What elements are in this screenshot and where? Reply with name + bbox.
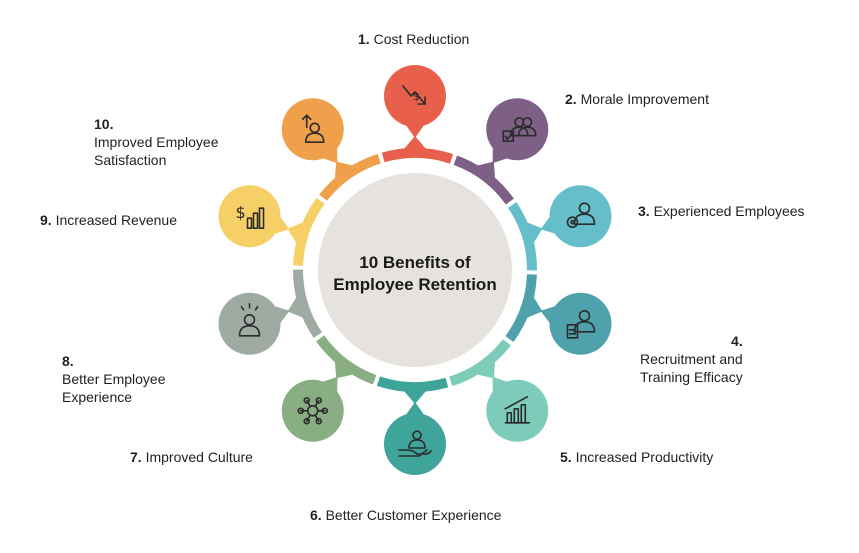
- segment-ring: [287, 136, 543, 404]
- cost-down-icon: $: [402, 85, 426, 105]
- bubble-circle: [384, 65, 446, 127]
- bubble-circle: [486, 98, 549, 161]
- benefit-label-3: 3. Experienced Employees: [638, 202, 805, 220]
- network-icon: [297, 397, 329, 425]
- benefit-text: Increased Productivity: [575, 449, 714, 465]
- ring-segment-9: [293, 197, 325, 266]
- person-gear-icon: [566, 202, 596, 229]
- benefit-bubble-9: $: [218, 185, 290, 248]
- benefit-number: 1.: [358, 31, 370, 47]
- benefit-label-4: 4. Recruitment and Training Efficacy: [640, 314, 743, 386]
- ring-pointer-8: [287, 297, 303, 318]
- bubble-circle: [218, 185, 281, 248]
- ring-segment-2: [453, 155, 514, 205]
- dollar-bars-icon: $: [236, 203, 265, 230]
- ring-pointer-5: [477, 362, 496, 379]
- benefit-text: Increased Revenue: [55, 212, 177, 228]
- ring-pointer-3: [527, 222, 543, 243]
- benefit-label-6: 6. Better Customer Experience: [310, 506, 501, 524]
- benefit-number: 5.: [560, 449, 572, 465]
- ring-pointer-10: [334, 161, 353, 178]
- benefit-label-10: 10. Improved Employee Satisfaction: [94, 97, 219, 169]
- ring-pointer-6: [404, 391, 426, 404]
- ring-segment-1: [381, 147, 454, 164]
- benefit-label-8: 8. Better Employee Experience: [62, 334, 166, 406]
- benefit-number: 9.: [40, 212, 52, 228]
- ring-pointer-4: [527, 297, 543, 318]
- benefit-number: 6.: [310, 507, 322, 523]
- ring-segment-6: [376, 376, 449, 392]
- benefit-bubble-4: [540, 292, 612, 355]
- benefit-bubble-8: [218, 292, 290, 355]
- person-document-icon: [566, 309, 596, 339]
- ring-segment-3: [508, 202, 537, 271]
- benefit-number: 3.: [638, 203, 650, 219]
- bubble-circle: [549, 292, 612, 355]
- center-hub: [318, 173, 512, 367]
- growth-chart-icon: [504, 395, 531, 424]
- ring-segment-5: [449, 339, 511, 387]
- hand-person-icon: [398, 430, 432, 457]
- ring-segment-8: [292, 269, 322, 338]
- bubble-circle: [218, 292, 281, 355]
- benefit-bubble-1: $: [384, 65, 446, 138]
- person-up-icon: [301, 114, 325, 144]
- benefit-number: 8.: [62, 353, 74, 369]
- ring-segment-7: [316, 335, 377, 385]
- benefit-number: 2.: [565, 91, 577, 107]
- benefit-text: Improved Culture: [145, 449, 253, 465]
- benefit-number: 4.: [731, 333, 743, 349]
- benefit-label-7: 7. Improved Culture: [130, 448, 253, 466]
- benefit-text: Recruitment and Training Efficacy: [640, 351, 743, 385]
- bubble-circle: [281, 98, 344, 161]
- benefit-number: 10.: [94, 116, 114, 132]
- benefit-label-5: 5. Increased Productivity: [560, 448, 713, 466]
- benefit-label-1: 1. Cost Reduction: [358, 30, 469, 48]
- benefit-bubble-10: [281, 98, 344, 164]
- benefit-text: Cost Reduction: [373, 31, 470, 47]
- svg-text:$: $: [236, 203, 246, 222]
- bubble-circle: [486, 379, 549, 442]
- team-check-icon: [502, 117, 537, 143]
- benefit-text: Morale Improvement: [580, 91, 709, 107]
- benefit-text: Experienced Employees: [653, 203, 805, 219]
- benefit-label-2: 2. Morale Improvement: [565, 90, 709, 108]
- ring-pointer-1: [404, 136, 426, 149]
- ring-pointer-9: [287, 222, 303, 243]
- benefit-text: Better Customer Experience: [325, 507, 502, 523]
- benefit-number: 7.: [130, 449, 142, 465]
- benefit-bubble-7: [281, 376, 344, 442]
- ring-segment-4: [505, 274, 537, 343]
- benefit-bubble-2: [486, 98, 549, 164]
- benefit-bubble-3: [540, 185, 612, 248]
- bubble-circle: [384, 413, 446, 475]
- ring-pointer-2: [477, 161, 496, 178]
- ring-segment-10: [319, 153, 381, 201]
- bubble-circle: [549, 185, 612, 248]
- svg-text:$: $: [413, 90, 420, 103]
- person-idea-icon: [238, 302, 261, 337]
- benefit-text: Improved Employee Satisfaction: [94, 134, 219, 168]
- center-title: 10 Benefits of Employee Retention: [333, 253, 497, 294]
- bubble-circle: [281, 379, 344, 442]
- benefit-text: Better Employee Experience: [62, 371, 166, 405]
- benefit-bubble-6: [384, 402, 446, 475]
- benefit-bubble-5: [486, 376, 549, 442]
- ring-pointer-7: [334, 362, 353, 379]
- bubbles: $$: [218, 65, 612, 475]
- benefit-label-9: 9. Increased Revenue: [40, 211, 177, 229]
